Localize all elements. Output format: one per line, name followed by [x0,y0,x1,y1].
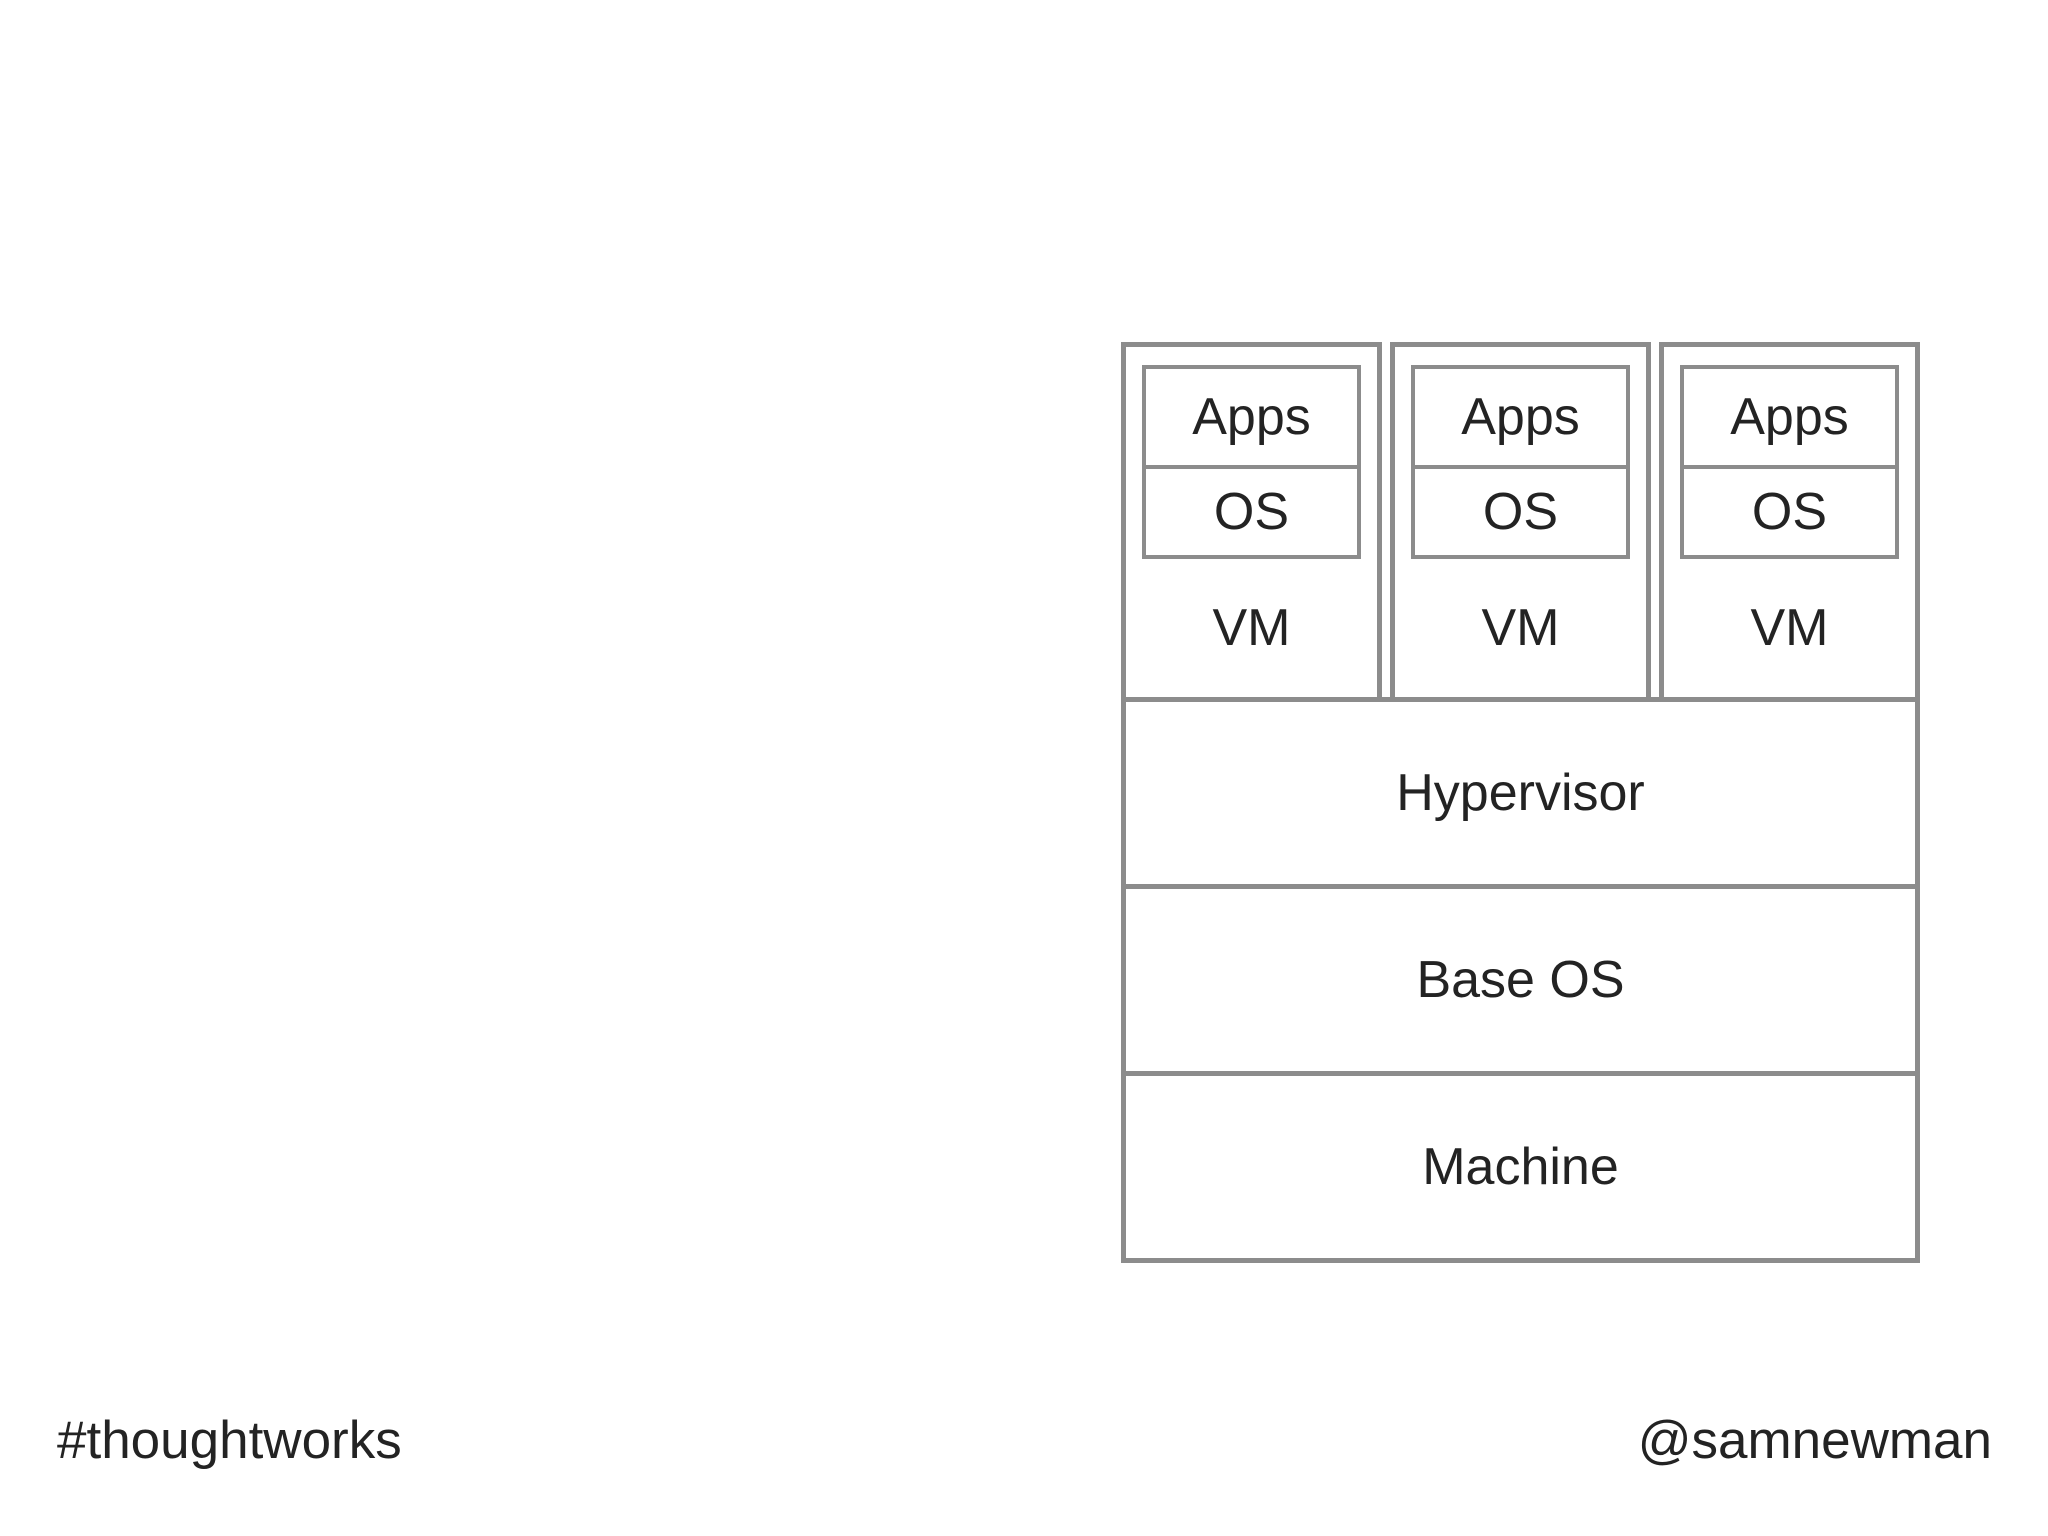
apps-layer: Apps [1461,388,1580,446]
footer-hashtag: #thoughtworks [57,1411,402,1470]
apps-layer: Apps [1730,388,1849,446]
machine-layer: Machine [1121,1071,1920,1263]
base-os-layer: Base OS [1121,884,1920,1076]
vm-label: VM [1750,599,1829,657]
vm-box: Apps OS VM [1121,342,1382,702]
vm-label: VM [1212,599,1291,657]
vm-inner-stack: Apps OS [1680,365,1899,559]
virtualization-stack-diagram: Apps OS VM Apps OS VM Apps O [1121,342,1920,1263]
vm-box: Apps OS VM [1390,342,1651,702]
vm-inner-stack: Apps OS [1142,365,1361,559]
vm-row: Apps OS VM Apps OS VM Apps O [1121,342,1920,702]
vm-inner-stack: Apps OS [1411,365,1630,559]
vm-label-area: VM [1664,559,1915,697]
vm-label-area: VM [1126,559,1377,697]
footer-twitter-handle: @samnewman [1637,1411,1992,1470]
os-layer: OS [1146,465,1357,555]
os-layer: OS [1415,465,1626,555]
vm-box: Apps OS VM [1659,342,1920,702]
hypervisor-layer: Hypervisor [1121,697,1920,889]
vm-label: VM [1481,599,1560,657]
os-layer: OS [1684,465,1895,555]
vm-label-area: VM [1395,559,1646,697]
apps-layer: Apps [1192,388,1311,446]
